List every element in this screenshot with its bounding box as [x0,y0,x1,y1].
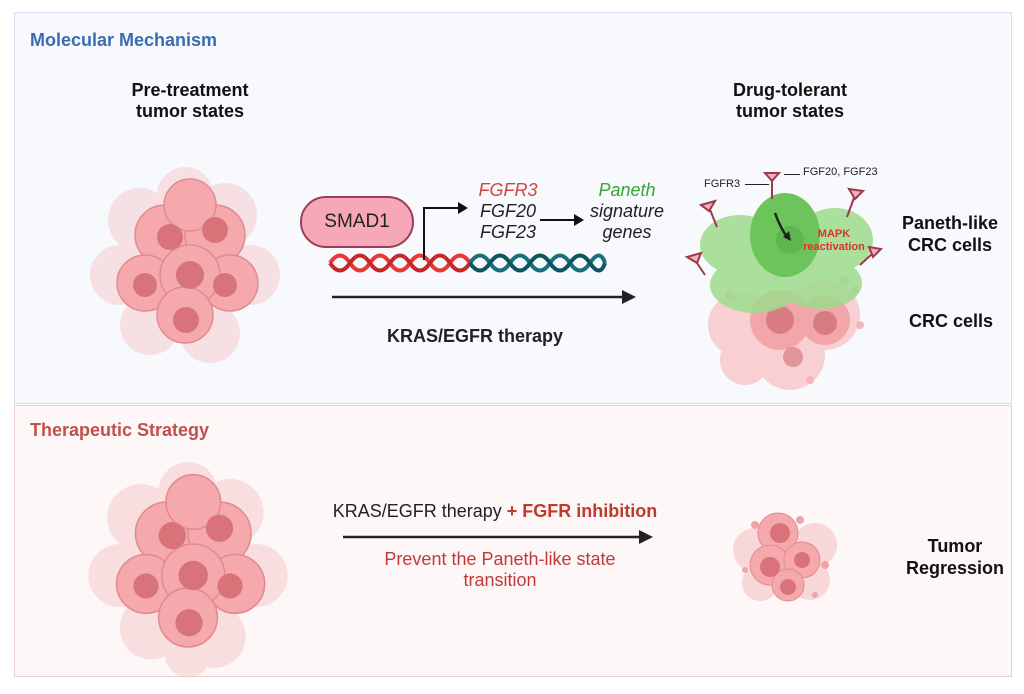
strategy-arrow-icon [343,530,653,544]
mapk-word: MAPK [817,228,851,240]
drug-tolerant-heading: Drug-tolerant tumor states [690,80,890,122]
tumor-regression-label: Tumor Regression [900,535,1010,579]
dna-helix-icon [328,253,607,273]
pre-treatment-heading: Pre-treatment tumor states [90,80,290,122]
heading-line: Drug-tolerant [733,80,847,100]
ligand-leader-line [784,174,800,175]
genes-word: genes [602,222,652,242]
prevent-line: transition [463,570,537,590]
transcription-arrow-icon [423,202,468,260]
therapy-label: KRAS/EGFR therapy [386,326,564,346]
drug-tolerant-tumor-icon [684,172,884,390]
heading-line: Pre-treatment [131,80,249,100]
signature-word: signature [589,201,665,221]
prevent-transition-text: Prevent the Paneth-like state transition [330,549,670,591]
label-line: CRC cells [907,235,993,255]
strategy-tumor-icon [88,462,288,678]
crc-cells-label: CRC cells [908,311,994,331]
heading-line: tumor states [735,101,845,121]
label-line: Tumor [927,536,983,556]
fgfr3-receptor-label: FGFR3 [704,178,741,190]
paneth-word: Paneth [598,180,656,200]
label-line: Regression [905,558,1005,578]
pre-treatment-tumor-icon [90,167,280,363]
label-line: Paneth-like [901,213,999,233]
paneth-like-crc-label: Paneth-like CRC cells [890,212,1010,256]
reactivation-word: reactivation [803,241,865,253]
regressed-tumor-icon [733,512,837,602]
induces-arrow-icon [540,214,584,226]
prevent-line: Prevent the Paneth-like state [384,549,616,569]
paneth-signature-genes: Paneth signature genes [582,180,672,243]
therapeutic-strategy-title: Therapeutic Strategy [30,420,210,440]
fgfr3-leader-line [745,184,769,185]
heading-line: tumor states [135,101,245,121]
mapk-reactivation-label: MAPK reactivation [794,228,874,254]
therapy-arrow-icon [332,290,636,304]
gene-fgfr3: FGFR3 [478,180,538,200]
gene-fgf23: FGF23 [479,222,536,242]
target-genes-list: FGFR3 FGF20 FGF23 [468,180,548,243]
ligand-label: FGF20, FGF23 [803,166,878,178]
therapy-prefix: KRAS/EGFR therapy [332,501,502,521]
combination-therapy-label: KRAS/EGFR therapy + FGFR inhibition [290,501,700,522]
molecular-mechanism-title: Molecular Mechanism [30,30,218,50]
gene-fgf20: FGF20 [479,201,536,221]
smad1-label: SMAD1 [324,211,390,232]
fgfr-inhibition-text: + FGFR inhibition [506,501,658,521]
smad1-box: SMAD1 [300,196,414,248]
